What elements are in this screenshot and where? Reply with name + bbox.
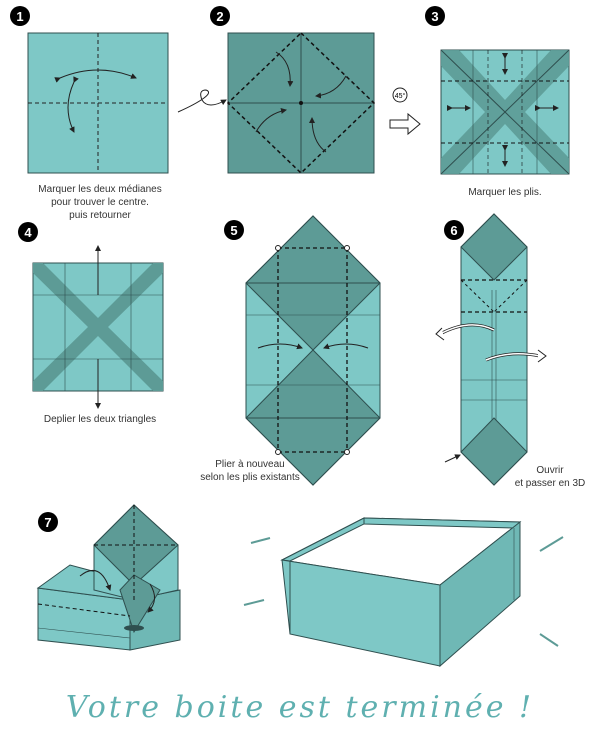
step-number-5: 5 bbox=[224, 220, 244, 240]
caption-line: puis retourner bbox=[69, 210, 131, 221]
step-1-square bbox=[27, 32, 169, 174]
caption-step-5: Plier à nouveau selon les plis existants bbox=[180, 458, 320, 484]
caption-line: Ouvrir bbox=[536, 465, 564, 476]
sparkle-line bbox=[539, 536, 564, 552]
sparkle-line bbox=[243, 599, 265, 606]
step-4-square bbox=[32, 245, 164, 409]
caption-step-4: Deplier les deux triangles bbox=[20, 413, 180, 426]
caption-step-1: Marquer les deux médianes pour trouver l… bbox=[20, 183, 180, 222]
step-number-3: 3 bbox=[425, 6, 445, 26]
sparkle-line bbox=[250, 537, 271, 544]
caption-line: Marquer les plis. bbox=[468, 187, 542, 198]
rotate-45-icon: 45° bbox=[389, 87, 421, 136]
step-6-strip bbox=[435, 213, 547, 486]
step-number-4: 4 bbox=[18, 222, 38, 242]
sparkle-line bbox=[539, 633, 559, 647]
step-number-6: 6 bbox=[444, 220, 464, 240]
caption-line: et passer en 3D bbox=[514, 478, 586, 489]
caption-line: Deplier les deux triangles bbox=[43, 414, 157, 425]
step-7-assembly bbox=[36, 504, 181, 651]
rotate-label: 45° bbox=[395, 92, 406, 100]
caption-line: selon les plis existants bbox=[200, 472, 300, 483]
step-5-shape bbox=[245, 215, 381, 486]
step-2-square bbox=[226, 31, 376, 175]
turn-over-arrow bbox=[177, 89, 227, 113]
finished-message: Votre boite est terminée ! bbox=[65, 690, 535, 725]
caption-step-6: Ouvrir et passer en 3D bbox=[495, 464, 600, 490]
step-3-square bbox=[440, 49, 570, 175]
step-number-1: 1 bbox=[10, 6, 30, 26]
finished-box bbox=[243, 517, 564, 668]
caption-line: Plier à nouveau bbox=[215, 459, 285, 470]
step-number-2: 2 bbox=[210, 6, 230, 26]
caption-step-3: Marquer les plis. bbox=[445, 186, 565, 199]
caption-line: pour trouver le centre. bbox=[51, 197, 149, 208]
caption-line: Marquer les deux médianes bbox=[38, 184, 162, 195]
step-number-7: 7 bbox=[38, 512, 58, 532]
